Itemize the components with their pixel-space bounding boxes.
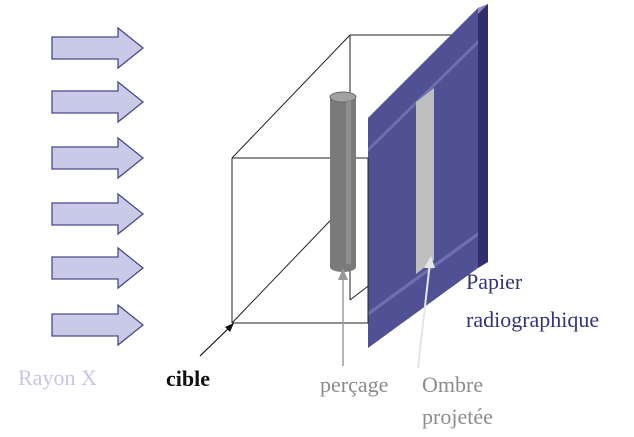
percage-label: perçage	[320, 372, 388, 397]
ombre-pointer-arrowhead	[424, 256, 435, 268]
right-arrow-icon	[51, 303, 145, 347]
right-arrow-icon	[51, 246, 145, 290]
plate-stripe-lower	[368, 232, 478, 316]
cylinder-highlight	[346, 100, 351, 264]
ombre-label-line2: projetée	[422, 404, 493, 429]
cible-label: cible	[166, 366, 210, 391]
rayon-x-label: Rayon X	[18, 365, 97, 390]
papier-label-line2: radiographique	[466, 307, 599, 332]
cylinder-top	[329, 91, 357, 103]
right-arrow-icon	[51, 136, 145, 180]
cylinder-body	[330, 97, 356, 267]
target-cube	[231, 34, 481, 324]
ombre-pointer-line	[417, 261, 431, 369]
ombre-label-line1: Ombre	[422, 372, 483, 397]
percage-pointer-arrowhead	[338, 268, 348, 280]
cube-left-top-diagonal	[231, 34, 351, 159]
cible-pointer-arrowhead	[225, 323, 234, 332]
projected-shadow	[416, 88, 434, 274]
radiographic-plate	[368, 4, 488, 348]
cible-pointer-line	[199, 324, 233, 357]
papier-label-line1: Papier	[466, 269, 523, 294]
right-arrow-icon	[51, 26, 145, 70]
right-arrow-icon	[51, 192, 145, 236]
x-ray-arrows	[51, 26, 145, 347]
plate-stripe-upper	[368, 40, 478, 152]
plate-side	[478, 4, 488, 268]
cylinder-bottom	[330, 262, 356, 272]
drill-hole-cylinder	[329, 91, 357, 272]
right-arrow-icon	[51, 80, 145, 124]
